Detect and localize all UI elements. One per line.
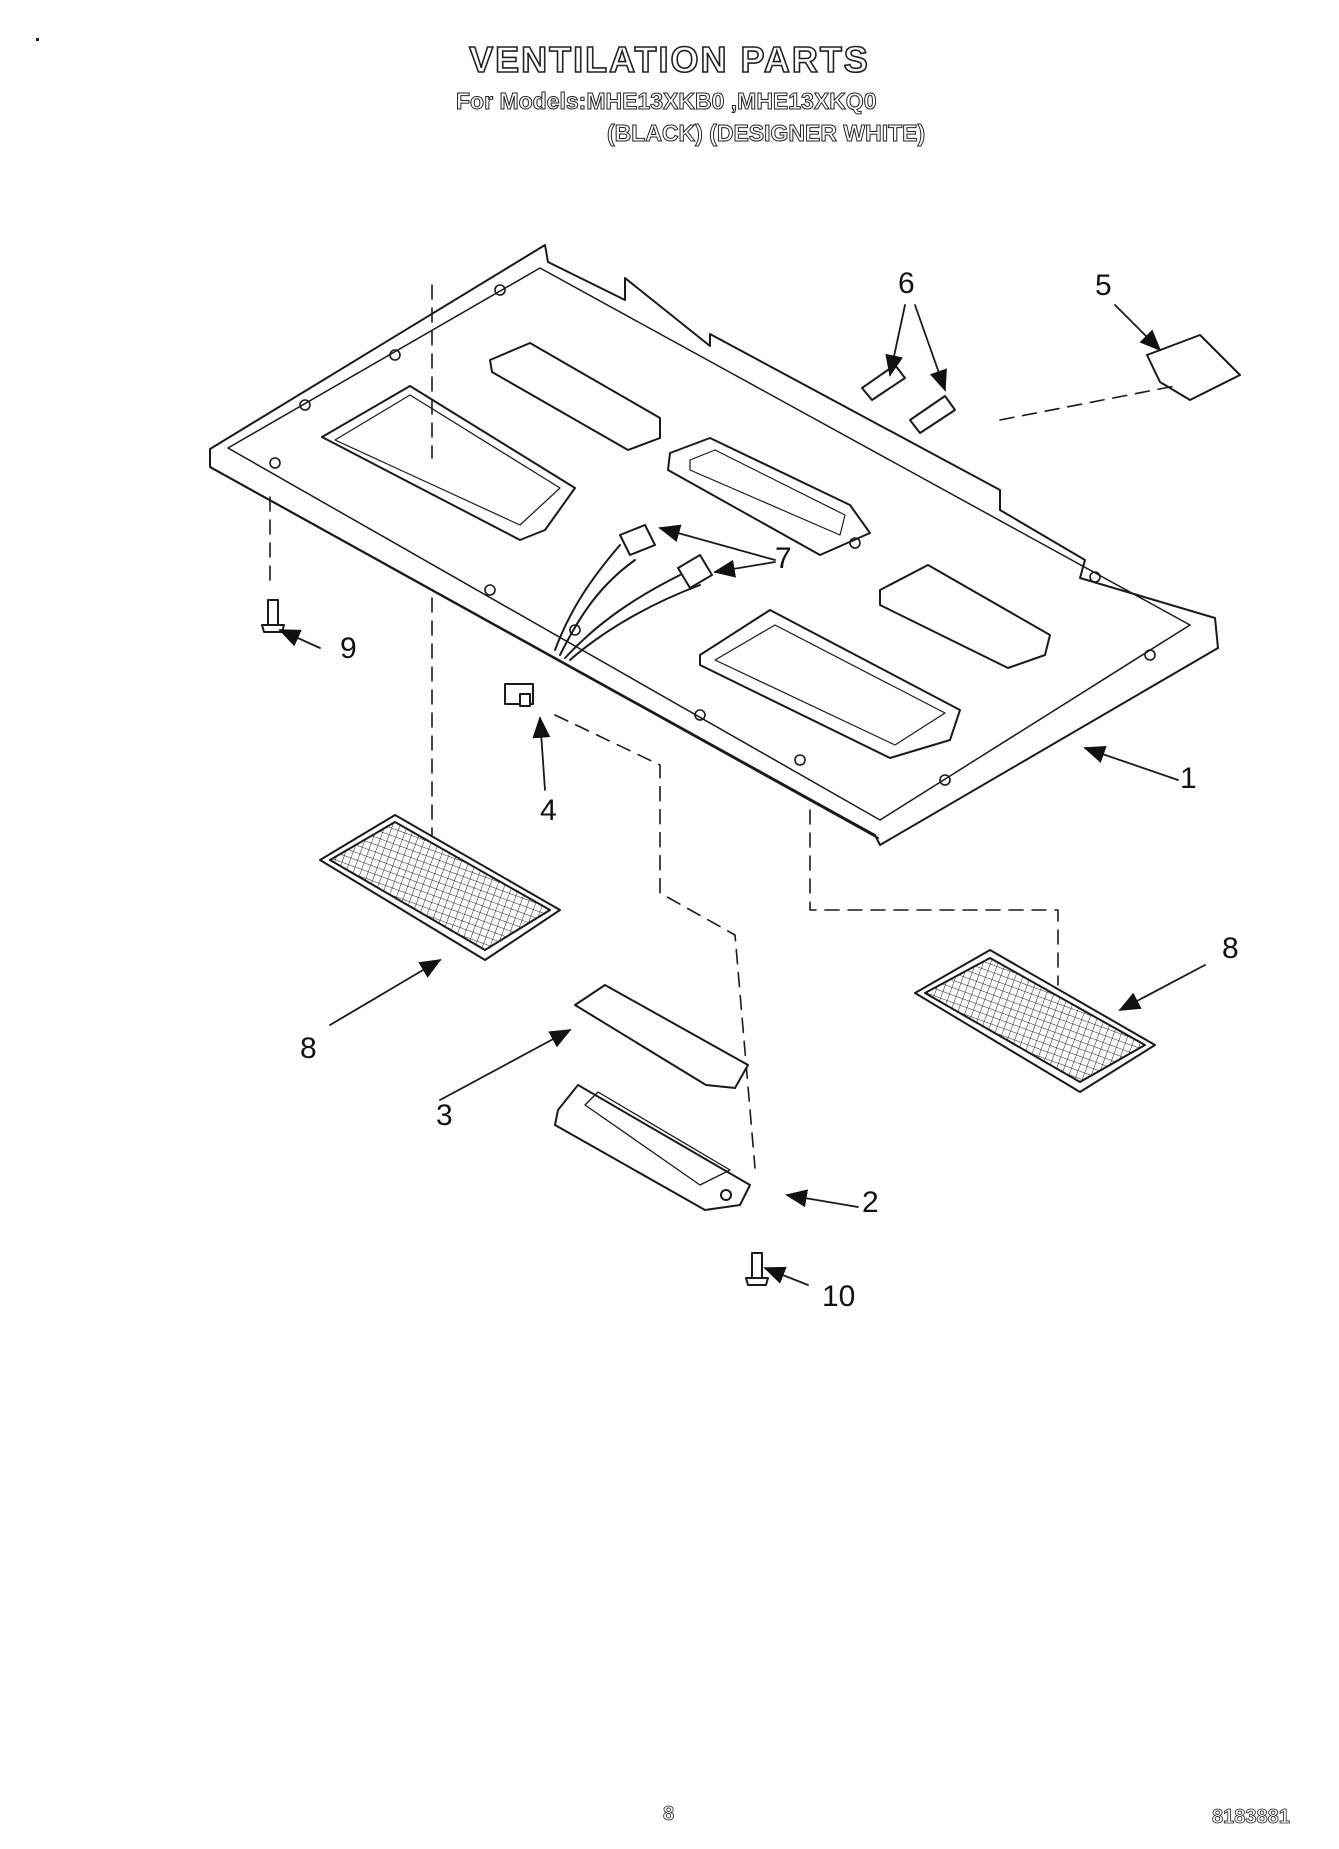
lamp-sockets xyxy=(619,524,713,589)
leader-arrows xyxy=(278,304,1206,1286)
document-number: 8183881 xyxy=(1212,1806,1291,1829)
page-title: VENTILATION PARTS xyxy=(468,39,870,81)
page-number: 8 xyxy=(663,1803,675,1826)
callout-1: 1 xyxy=(1180,762,1197,795)
callout-6: 6 xyxy=(898,267,915,300)
vent-plate xyxy=(209,244,1219,846)
light-lens xyxy=(574,984,749,1089)
light-cover xyxy=(554,1084,751,1211)
wire-harness xyxy=(504,544,701,707)
screw-10 xyxy=(745,1252,769,1286)
stray-mark xyxy=(36,38,39,41)
callout-8-right: 8 xyxy=(1222,932,1239,965)
callout-4: 4 xyxy=(540,794,557,827)
grease-filter-right xyxy=(914,949,1156,1093)
grease-filter-left xyxy=(319,814,561,961)
models-line: For Models:MHE13XKB0 ,MHE13XKQ0 xyxy=(455,88,877,115)
callout-5: 5 xyxy=(1095,269,1112,302)
callout-9: 9 xyxy=(340,632,357,665)
callout-7: 7 xyxy=(775,542,792,575)
colors-line: (BLACK) (DESIGNER WHITE) xyxy=(606,120,926,147)
callout-2: 2 xyxy=(862,1186,879,1219)
callout-8-left: 8 xyxy=(300,1032,317,1065)
page-header: VENTILATION PARTS xyxy=(0,39,1339,81)
bracket xyxy=(1146,334,1241,401)
callout-3: 3 xyxy=(436,1099,453,1132)
screw-9 xyxy=(261,599,285,633)
callout-10: 10 xyxy=(822,1280,855,1313)
assembly-lines xyxy=(269,284,1181,1169)
